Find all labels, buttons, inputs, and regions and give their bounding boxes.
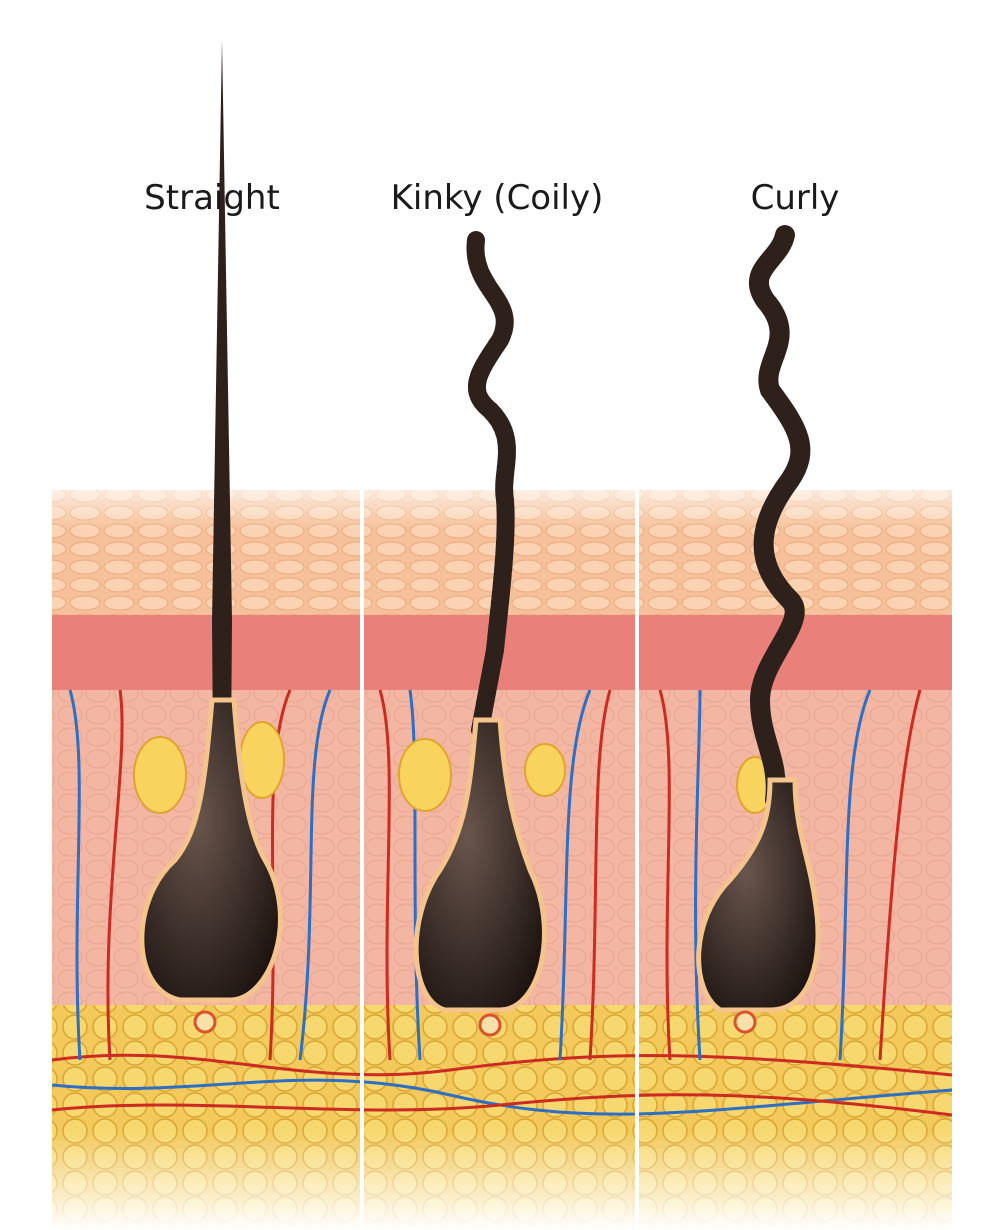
label-curly: Curly — [750, 178, 840, 218]
label-straight: Straight — [144, 178, 280, 218]
curly-hair — [696, 225, 821, 1034]
kinky-hair — [413, 231, 547, 1037]
straight-hair — [139, 40, 283, 1034]
label-kinky-coily: Kinky (Coily) — [390, 178, 604, 218]
blood-vessels — [51, 689, 953, 1117]
